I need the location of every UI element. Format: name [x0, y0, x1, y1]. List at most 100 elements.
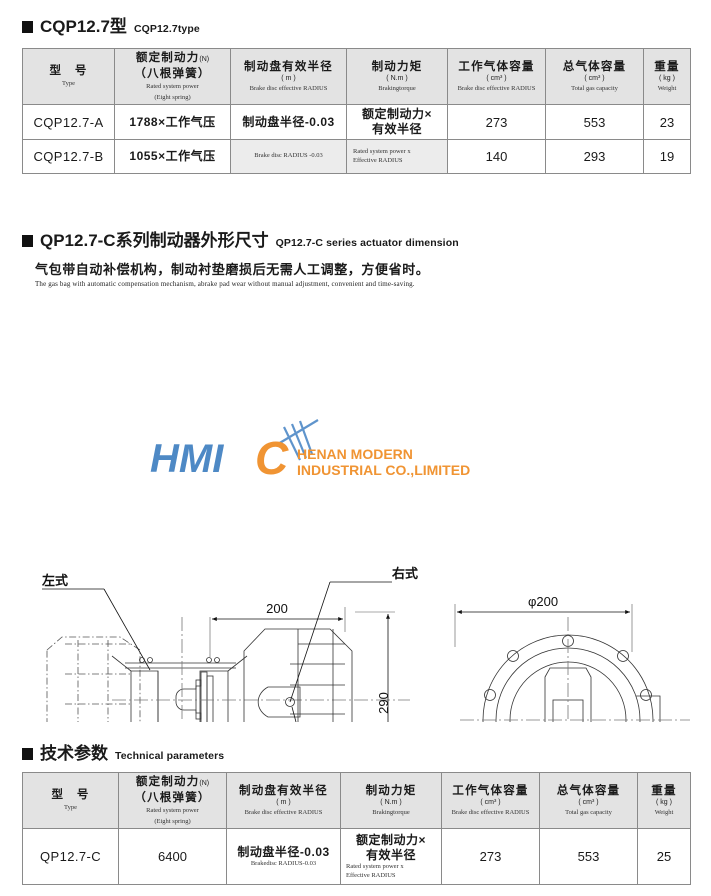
section-heading-cqp127: CQP12.7型 CQP12.7type — [0, 12, 711, 37]
header-unit: ( m ) — [276, 798, 291, 806]
header-cell-torque: 制动力矩 ( N.m ) Brakingtorque — [340, 772, 442, 829]
section1-title-cn: CQP12.7型 — [40, 17, 127, 36]
header-cn-main: 额定制动力 — [135, 776, 200, 788]
square-marker-icon — [22, 21, 33, 33]
cell-radius-en: Brake disc RADIUS -0.03 — [230, 139, 347, 174]
cell-radius-cn: 制动盘半径-0.03 — [237, 844, 330, 859]
label-left-type: 左式 — [42, 573, 68, 588]
description-en: The gas bag with automatic compensation … — [35, 280, 415, 288]
header-cn: 重量 — [651, 784, 677, 797]
header-cell-weight: 重量 ( kg ) Weight — [637, 772, 691, 829]
header-en: Type — [64, 804, 77, 812]
header-cn: 工作气体容量 — [458, 60, 535, 73]
cell-work-gas: 273 — [447, 104, 546, 140]
header-unit: ( kg ) — [656, 798, 672, 806]
header-cell-disc-radius: 制动盘有效半径 ( m ) Brake disc effective RADIU… — [230, 48, 347, 105]
dim-200-top: 200 — [266, 601, 288, 616]
cell-model: CQP12.7-B — [22, 139, 115, 174]
header-cn: 制动力矩 — [371, 60, 423, 73]
section-heading-technical-parameters: 技术参数 Technical parameters — [0, 739, 224, 764]
cell-work-gas: 273 — [441, 828, 540, 885]
cell-torque-en: Rated system power x Effective RADIUS — [346, 139, 448, 174]
header-cn: 总气体容量 — [562, 60, 627, 73]
table-header-row: 型 号 Type 额定制动力(N) （八根弹簧） Rated system po… — [22, 48, 691, 105]
dim-290-right: 290 — [376, 692, 391, 714]
header-en: Type — [62, 80, 75, 88]
header-unit: ( m ) — [281, 74, 296, 82]
description-cn: 气包带自动补偿机构，制动衬垫磨损后无需人工调整，方便省时。 — [35, 262, 430, 277]
cell-model: CQP12.7-A — [22, 104, 115, 140]
cell-torque: 额定制动力× 有效半径 — [346, 104, 448, 140]
header-cell-total-gas: 总气体容量 ( cm³ ) Total gas capacity — [545, 48, 644, 105]
header-cell-total-gas: 总气体容量 ( cm³ ) Total gas capacity — [539, 772, 638, 829]
header-cn-main: 额定制动力 — [135, 52, 200, 64]
cell-work-gas: 140 — [447, 139, 546, 174]
cell-radius: 制动盘半径-0.03 — [230, 104, 347, 140]
header-cell-disc-radius: 制动盘有效半径 ( m ) Brake disc effective RADIU… — [226, 772, 341, 829]
cell-weight: 25 — [637, 828, 691, 885]
header-unit: ( cm³ ) — [486, 74, 507, 82]
square-marker-icon — [22, 235, 33, 247]
header-cn-unit: (N) — [199, 56, 210, 63]
header-cn: 工作气体容量 — [452, 784, 529, 797]
cell-power: 1788×工作气压 — [114, 104, 231, 140]
section1-title-en: CQP12.7type — [133, 23, 200, 35]
header-cn: 型 号 — [51, 789, 90, 802]
header-cn: 重量 — [654, 60, 680, 73]
cell-torque-en: Rated system power x Effective RADIUS — [346, 863, 404, 879]
header-unit: ( cm³ ) — [578, 798, 599, 806]
header-cell-work-gas: 工作气体容量 ( cm³ ) Brake disc effective RADI… — [441, 772, 540, 829]
cell-total-gas: 293 — [545, 139, 644, 174]
cqp127-spec-table: 型 号 Type 额定制动力(N) （八根弹簧） Rated system po… — [22, 48, 691, 174]
cell-torque: 额定制动力× 有效半径 Rated system power x Effecti… — [340, 828, 442, 885]
table-row: QP12.7-C 6400 制动盘半径-0.03 Brakedisc RADIU… — [22, 828, 691, 885]
header-cell-work-gas: 工作气体容量 ( cm³ ) Brake disc effective RADI… — [447, 48, 546, 105]
section-heading-qp127c: QP12.7-C系列制动器外形尺寸 QP12.7-C series actuat… — [0, 226, 711, 251]
header-en: Total gas capacity — [565, 808, 612, 816]
header-en: Rated system power — [146, 83, 199, 90]
watermark-line2: INDUSTRIAL CO.,LIMITED — [297, 462, 470, 478]
cell-weight: 23 — [643, 104, 691, 140]
header-unit: ( cm³ ) — [584, 74, 605, 82]
header-en: Rated system power — [146, 807, 199, 814]
header-en: Brakingtorque — [372, 808, 410, 816]
watermark-logo: HMI C HENAN MODERN INDUSTRIAL CO.,LIMITE… — [150, 419, 470, 484]
header-en: Brakingtorque — [378, 84, 416, 92]
technical-drawing: 左式 右式 200 290 φ200 107±0.1 3-φ13 12.7 15… — [0, 282, 711, 722]
header-cn: 总气体容量 — [556, 784, 621, 797]
cell-power: 1055×工作气压 — [114, 139, 231, 174]
cell-radius-en: Brakedisc RADIUS-0.03 — [250, 859, 317, 867]
header-cell-weight: 重量 ( kg ) Weight — [643, 48, 691, 105]
cell-total-gas: 553 — [539, 828, 638, 885]
header-cn: 额定制动力(N) — [120, 775, 225, 791]
header-cell-type: 型 号 Type — [22, 48, 115, 105]
cell-torque-cn: 额定制动力× 有效半径 — [355, 833, 426, 862]
label-right-type: 右式 — [391, 566, 418, 581]
header-cell-torque: 制动力矩 ( N.m ) Brakingtorque — [346, 48, 448, 105]
header-cn: 制动盘有效半径 — [239, 784, 328, 797]
cell-weight: 19 — [643, 139, 691, 174]
header-cn2: （八根弹簧） — [134, 68, 211, 80]
cell-radius: 制动盘半径-0.03 Brakedisc RADIUS-0.03 — [226, 828, 341, 885]
header-en2: (Eight spring) — [154, 93, 191, 101]
header-en: Weight — [654, 808, 674, 816]
header-en: Brake disc effective RADIUS — [249, 84, 328, 92]
header-en: Brake disc effective RADIUS — [244, 808, 323, 816]
header-en: Brake disc effective RADIUS — [457, 84, 536, 92]
header-cn: 制动力矩 — [365, 784, 417, 797]
section3-title-cn: 技术参数 — [40, 744, 108, 763]
header-unit: ( cm³ ) — [480, 798, 501, 806]
header-en2: (Eight spring) — [154, 817, 191, 825]
section3-title-en: Technical parameters — [115, 750, 225, 762]
header-cn: 制动盘有效半径 — [244, 60, 333, 73]
section2-description: 气包带自动补偿机构，制动衬垫磨损后无需人工调整，方便省时。 The gas ba… — [35, 261, 711, 290]
header-cell-type: 型 号 Type — [22, 772, 119, 829]
square-marker-icon — [22, 748, 33, 760]
technical-parameters-table: 型 号 Type 额定制动力(N) （八根弹簧） Rated system po… — [22, 772, 691, 885]
header-en: Weight — [657, 84, 677, 92]
header-unit: ( N.m ) — [380, 798, 402, 806]
header-en: Total gas capacity — [571, 84, 618, 92]
dim-phi200-top: φ200 — [528, 594, 558, 609]
header-cn: 额定制动力(N) — [116, 51, 229, 67]
cell-power: 6400 — [118, 828, 227, 885]
